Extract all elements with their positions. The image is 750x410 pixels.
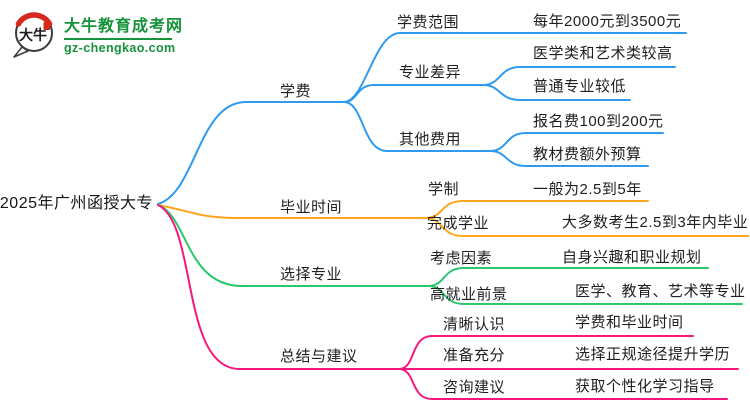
connector-graduation-complete <box>424 217 749 237</box>
leaf-complete-studies-value: 大多数考生2.5到3年内毕业 <box>562 214 749 231</box>
leaf-medical-art-higher: 医学类和艺术类较高 <box>533 45 673 62</box>
node-summary-advice: 总结与建议 <box>280 348 358 365</box>
major-branch-lines <box>157 204 743 305</box>
connector-summary-consult <box>398 368 728 400</box>
graduation-branch-lines <box>157 200 749 237</box>
connector-majordiff-medical <box>482 66 676 86</box>
leaf-textbook-budget: 教材费额外预算 <box>533 146 642 163</box>
leaf-study-duration-value: 一般为2.5到5年 <box>533 181 642 198</box>
leaf-ordinary-major-lower: 普通专业较低 <box>533 78 627 95</box>
node-tuition-range: 学费范围 <box>397 14 460 31</box>
connector-root-graduation <box>157 204 426 219</box>
connector-majordiff-ordinary <box>482 84 631 101</box>
node-tuition: 学费 <box>280 83 312 100</box>
bull-logo-icon: 大牛 <box>13 12 53 58</box>
node-clear-understanding: 清晰认识 <box>443 316 506 333</box>
node-root: 2025年广州函授大专 <box>0 195 153 212</box>
leaf-tuition-range-amount: 每年2000元到3500元 <box>533 13 682 30</box>
connector-root-summary <box>157 204 739 370</box>
summary-branch-lines <box>157 204 739 400</box>
connector-choosemajor-factors <box>427 267 709 287</box>
node-study-duration: 学制 <box>428 181 460 198</box>
connector-otherfees-textbook <box>489 150 649 167</box>
tuition-branch-lines <box>157 32 687 205</box>
node-consultation-advice: 咨询建议 <box>443 379 506 396</box>
connector-summary-understanding <box>398 335 694 370</box>
bull-logo-characters: 大牛 <box>19 27 47 43</box>
leaf-major-examples: 医学、教育、艺术等专业 <box>575 283 746 300</box>
leaf-interest-career-planning: 自身兴趣和职业规划 <box>562 249 702 266</box>
node-high-employment: 高就业前景 <box>430 286 508 303</box>
node-adequate-preparation: 准备充分 <box>443 347 506 364</box>
node-other-fees: 其他费用 <box>399 131 462 148</box>
connector-tuition-otherfees <box>343 101 491 152</box>
leaf-registration-fee: 报名费100到200元 <box>533 113 664 130</box>
node-choose-major: 选择专业 <box>280 266 343 283</box>
node-complete-studies: 完成学业 <box>427 215 490 232</box>
connector-graduation-duration <box>424 200 649 219</box>
site-name: 大牛教育成考网 <box>64 17 184 35</box>
leaf-fee-and-graduation: 学费和毕业时间 <box>575 314 684 331</box>
connector-otherfees-registration <box>489 132 664 152</box>
node-graduation-time: 毕业时间 <box>280 199 343 216</box>
node-major-difference: 专业差异 <box>399 64 462 81</box>
site-logo: 大牛 大牛教育成考网 gz-chengkao.com <box>10 11 183 61</box>
site-url: gz-chengkao.com <box>64 40 176 55</box>
connector-root-tuition <box>157 101 345 205</box>
connector-choosemajor-employment <box>427 285 743 305</box>
leaf-formal-channel: 选择正规途径提升学历 <box>575 346 731 363</box>
logo-divider <box>64 37 172 40</box>
leaf-personalized-guidance: 获取个性化学习指导 <box>575 378 715 395</box>
connector-root-choosemajor <box>157 204 429 287</box>
connector-tuition-majordiff <box>343 84 484 103</box>
node-consider-factors: 考虑因素 <box>430 250 493 267</box>
